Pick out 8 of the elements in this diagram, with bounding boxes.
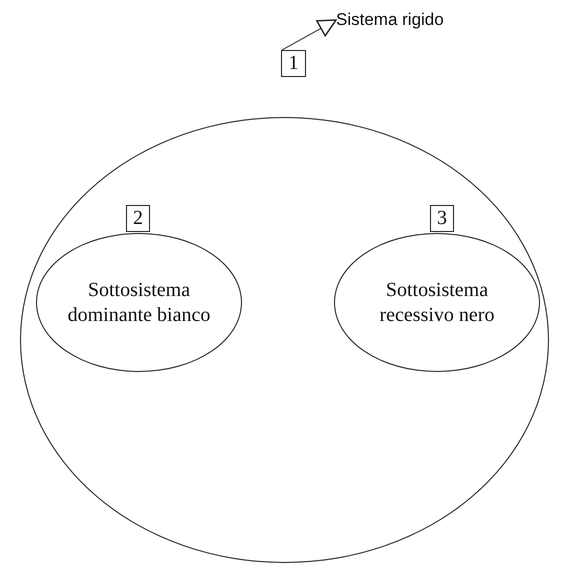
system-label: Sistema rigido [336, 8, 466, 32]
number-tag: 3 [430, 205, 454, 232]
subsystem-ellipse: Sottosistema recessivo nero [334, 233, 540, 372]
arrow [282, 19, 337, 50]
number-tag: 1 [281, 50, 306, 77]
number-tag: 2 [126, 205, 150, 232]
subsystem-ellipse: Sottosistema dominante bianco [36, 233, 242, 372]
system-ellipse [20, 117, 549, 563]
